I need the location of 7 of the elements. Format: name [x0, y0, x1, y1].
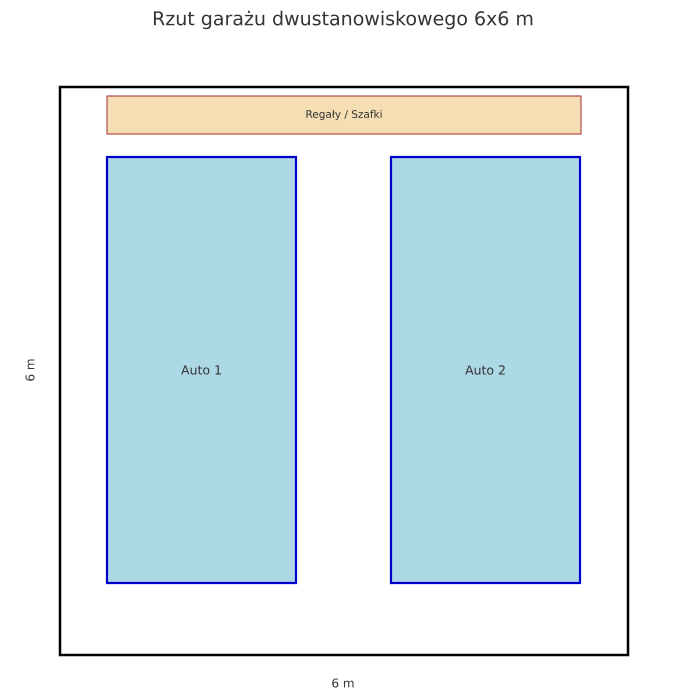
- title: Rzut garażu dwustanowiskowego 6x6 m: [154, 10, 532, 30]
- shelf-box: Regały / Szafki: [106, 96, 582, 134]
- dimension-label: 6 m: [332, 678, 354, 688]
- dimension-label: 6 m: [25, 359, 35, 381]
- car-parking-box: Auto 2: [390, 156, 582, 584]
- garage-outline: [58, 86, 630, 656]
- car-parking-box: Auto 1: [106, 156, 298, 584]
